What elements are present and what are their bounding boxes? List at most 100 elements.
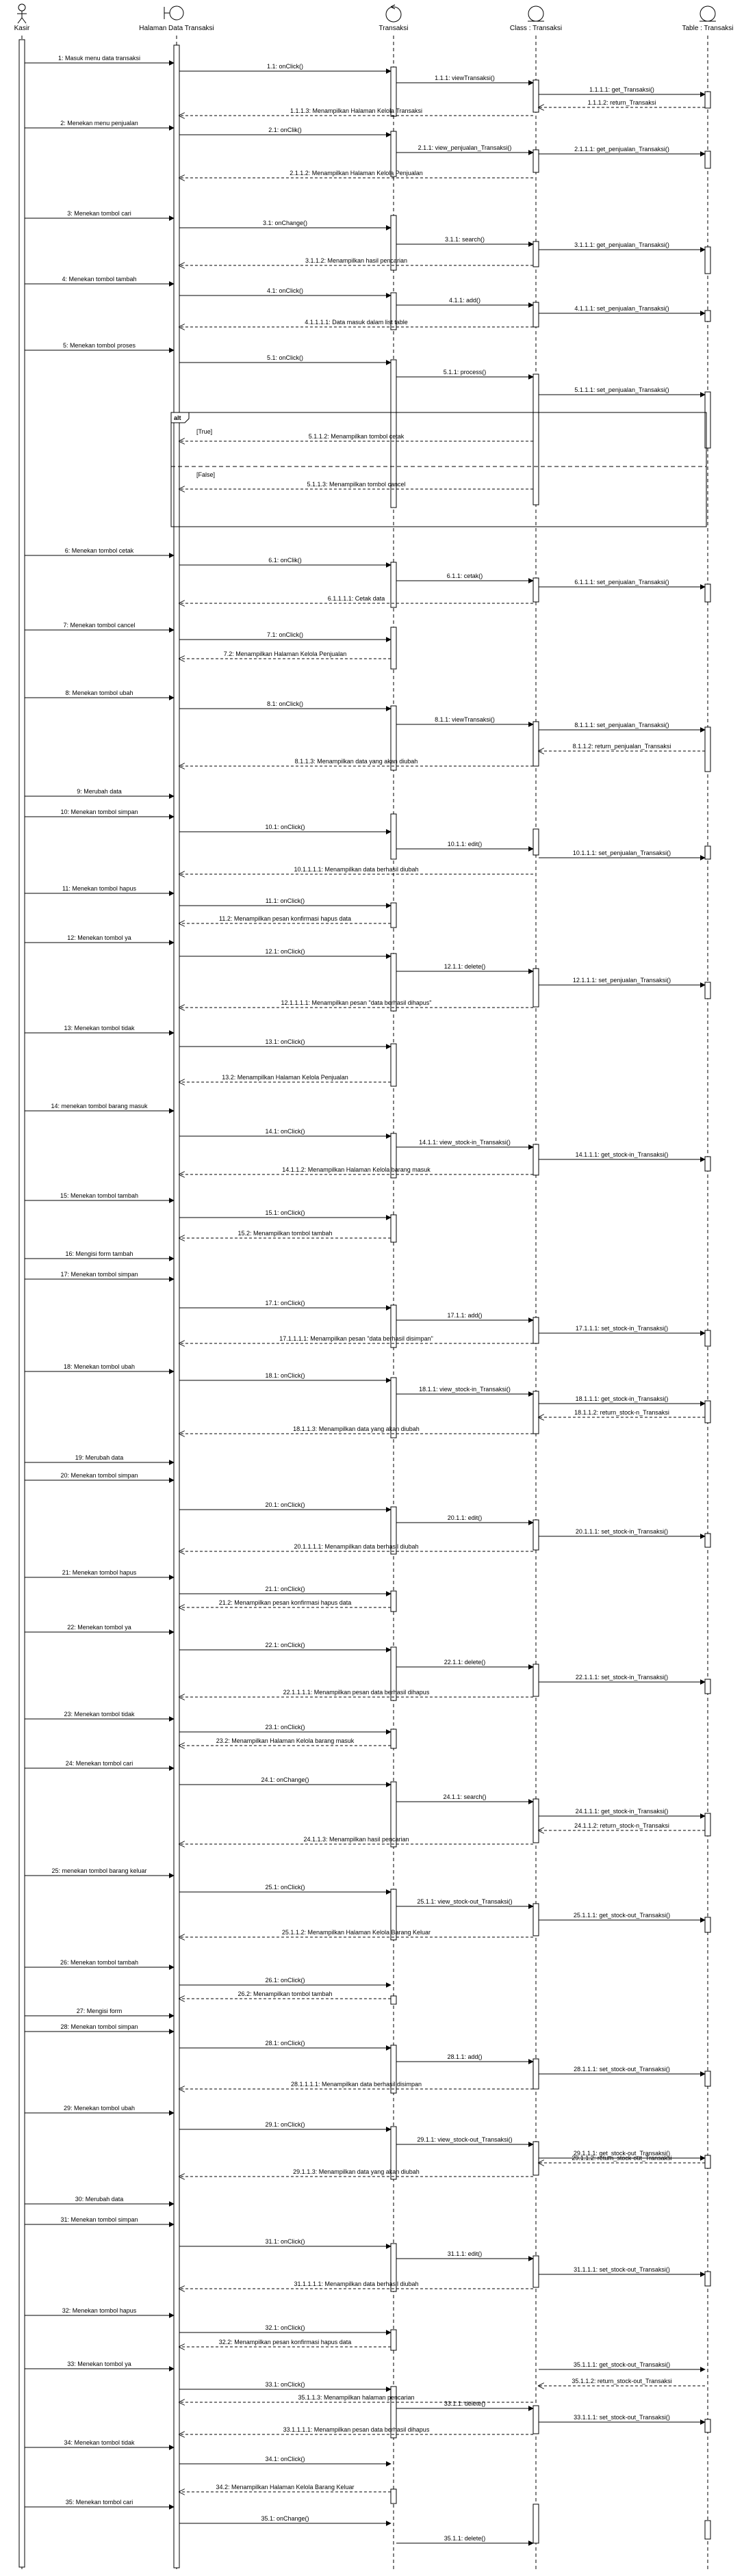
message-label: 18.1: onClick() xyxy=(265,1372,305,1379)
message-label: 11.2: Menampilkan pesan konfirmasi hapus… xyxy=(219,915,351,922)
activation-bar-tbl xyxy=(704,982,711,999)
message-label: 34.1: onClick() xyxy=(265,2456,305,2462)
activation-bar-ctrl xyxy=(390,131,397,177)
activation-bar-tbl xyxy=(704,91,711,109)
message-label: 20.1.1.1: set_stock-in_Transaksi() xyxy=(576,1528,668,1535)
activation-bar-tbl xyxy=(704,1400,711,1423)
activation-bar-cls xyxy=(533,2141,539,2176)
activation-bar-cls xyxy=(533,79,539,113)
call-message: 3.1.1: search() xyxy=(396,236,534,247)
message-label: 5.1.1.3: Menampilkan tombol cancel xyxy=(307,481,405,488)
call-message: 35.1.1: delete() xyxy=(396,2535,534,2546)
activation-bar-ctrl xyxy=(390,359,397,508)
call-message: 14.1: onClick() xyxy=(179,1128,392,1139)
message-label: 28.1.1.1: set_stock-out_Transaksi() xyxy=(574,2066,670,2073)
call-message: 17.1.1.1: set_stock-in_Transaksi() xyxy=(539,1325,706,1336)
return-message: 4.1.1.1.1: Data masuk dalam list table xyxy=(179,319,533,327)
participant-label: Table : Transaksi xyxy=(682,25,733,32)
message-label: 5.1.1.2: Menampilkan tombol cetak xyxy=(309,433,405,440)
call-message: 1.1.1: viewTransaksi() xyxy=(396,75,534,86)
activation-bar-cls xyxy=(533,1391,539,1434)
return-message: 28.1.1.1.1: Menampilkan data berhasil di… xyxy=(179,2081,533,2089)
message-label: 31.1.1: edit() xyxy=(448,2250,483,2257)
return-message: 3.1.1.2: Menampilkan hasil pencarian xyxy=(179,257,533,265)
activation-bar-tbl xyxy=(704,2071,711,2087)
message-label: 17.1: onClick() xyxy=(265,1300,305,1306)
call-message: 2: Menekan menu penjualan xyxy=(25,120,175,131)
call-message: 22.1: onClick() xyxy=(179,1642,392,1653)
boundary-icon xyxy=(164,5,184,21)
message-label: 4.1: onClick() xyxy=(267,287,303,294)
message-label: 24.1.1: search() xyxy=(443,1793,486,1800)
call-message: 33: Menekan tombol ya xyxy=(25,2361,175,2371)
return-message: 18.1.1.3: Menampilkan data yang akan diu… xyxy=(179,1425,533,1434)
call-message: 7.1: onClick() xyxy=(179,631,392,642)
activation-bar-cls xyxy=(533,2058,539,2090)
alt-operator-label: alt xyxy=(174,415,181,421)
message-label: 12: Menekan tombol ya xyxy=(67,934,131,941)
message-label: 33.1.1.1: set_stock-out_Transaksi() xyxy=(574,2414,670,2421)
message-label: 4: Menekan tombol tambah xyxy=(62,276,136,282)
message-label: 28.1.1.1.1: Menampilkan data berhasil di… xyxy=(291,2081,422,2088)
message-label: 28.1: onClick() xyxy=(265,2040,305,2047)
alt-guard-true: [True] xyxy=(196,428,212,435)
activation-bar-ctrl xyxy=(390,1995,397,2005)
lifelines xyxy=(21,36,708,2571)
actor-icon xyxy=(18,3,26,12)
call-message: 19: Merubah data xyxy=(25,1454,175,1465)
message-label: 18.1.1.2: return_stock-n_Transaksi xyxy=(574,1409,669,1416)
message-label: 18.1.1: view_stock-in_Transaksi() xyxy=(419,1386,511,1393)
return-message: 18.1.1.2: return_stock-n_Transaksi xyxy=(539,1409,705,1417)
call-message: 1.1: onClick() xyxy=(179,63,392,74)
return-message: 1.1.1.3: Menampilkan Halaman Kelola Tran… xyxy=(179,107,533,116)
message-label: 28.1.1: add() xyxy=(447,2053,482,2060)
message-label: 1.1: onClick() xyxy=(267,63,303,70)
activation-bar-ctrl xyxy=(390,66,397,117)
call-message: 31.1: onClick() xyxy=(179,2238,392,2249)
message-label: 25.1.1: view_stock-out_Transaksi() xyxy=(417,1898,512,1905)
message-label: 30: Merubah data xyxy=(75,2196,124,2203)
message-label: 25.1.1.2: Menampilkan Halaman Kelola Bar… xyxy=(282,1929,431,1936)
activation-bar-ctrl xyxy=(390,627,397,670)
call-message: 25.1: onClick() xyxy=(179,1884,392,1895)
activation-bar-tbl xyxy=(704,1533,711,1548)
return-message: 2.1.1.2: Menampilkan Halaman Kelola Penj… xyxy=(179,170,533,178)
call-message: 13: Menekan tombol tidak xyxy=(25,1025,175,1036)
return-message: 24.1.1.3: Menampilkan hasil pencarian xyxy=(179,1836,533,1844)
message-label: 17.1.1: add() xyxy=(447,1312,482,1319)
message-label: 4.1.1: add() xyxy=(449,297,480,304)
message-label: 17.1.1.1.1: Menampilkan pesan "data berh… xyxy=(279,1335,433,1342)
message-label: 22.1.1: delete() xyxy=(444,1659,486,1666)
call-message: 33.1.1.1: set_stock-out_Transaksi() xyxy=(539,2414,706,2425)
call-message: 6.1.1: cetak() xyxy=(396,573,534,583)
call-message: 17.1: onClick() xyxy=(179,1300,392,1311)
message-label: 8.1: onClick() xyxy=(267,700,303,707)
return-message: 5.1.1.3: Menampilkan tombol cancel xyxy=(179,481,533,489)
call-message: 8.1.1: viewTransaksi() xyxy=(396,716,534,727)
activation-bar-tbl xyxy=(704,1917,711,1933)
return-message: 33.1.1.1.1: Menampilkan pesan data berha… xyxy=(179,2426,533,2434)
activation-bar-ctrl xyxy=(390,1214,397,1243)
participant-class-transaksi: Class : Transaksi xyxy=(510,5,562,32)
return-message: 32.2: Menampilkan pesan konfirmasi hapus… xyxy=(179,2339,391,2347)
call-message: 4: Menekan tombol tambah xyxy=(25,276,175,287)
activation-bar-tbl xyxy=(704,1330,711,1347)
activations xyxy=(390,66,711,2544)
call-message: 18.1: onClick() xyxy=(179,1372,392,1383)
call-message: 5.1.1.1: set_penjualan_Transaksi() xyxy=(539,386,706,397)
activation-bar-tbl xyxy=(704,1813,711,1837)
activation-bar-ctrl xyxy=(390,292,397,330)
activation-bar-cls xyxy=(533,302,539,328)
message-label: 1.1.1: viewTransaksi() xyxy=(435,75,495,81)
message-label: 6.1.1.1.1: Cetak data xyxy=(328,595,385,602)
activation-bar-ctrl xyxy=(390,1377,397,1438)
message-label: 12.1: onClick() xyxy=(265,948,305,955)
activation-bar-tbl xyxy=(704,1679,711,1694)
call-message: 2.1.1.1: get_penjualan_Transaksi() xyxy=(539,146,706,157)
call-message: 13.1: onClick() xyxy=(179,1038,392,1049)
activation-bar-cls xyxy=(533,1519,539,1551)
call-message: 6: Menekan tombol cetak xyxy=(25,547,175,558)
activation-bar-tbl xyxy=(704,726,711,772)
activation-bar-ctrl xyxy=(390,2243,397,2292)
